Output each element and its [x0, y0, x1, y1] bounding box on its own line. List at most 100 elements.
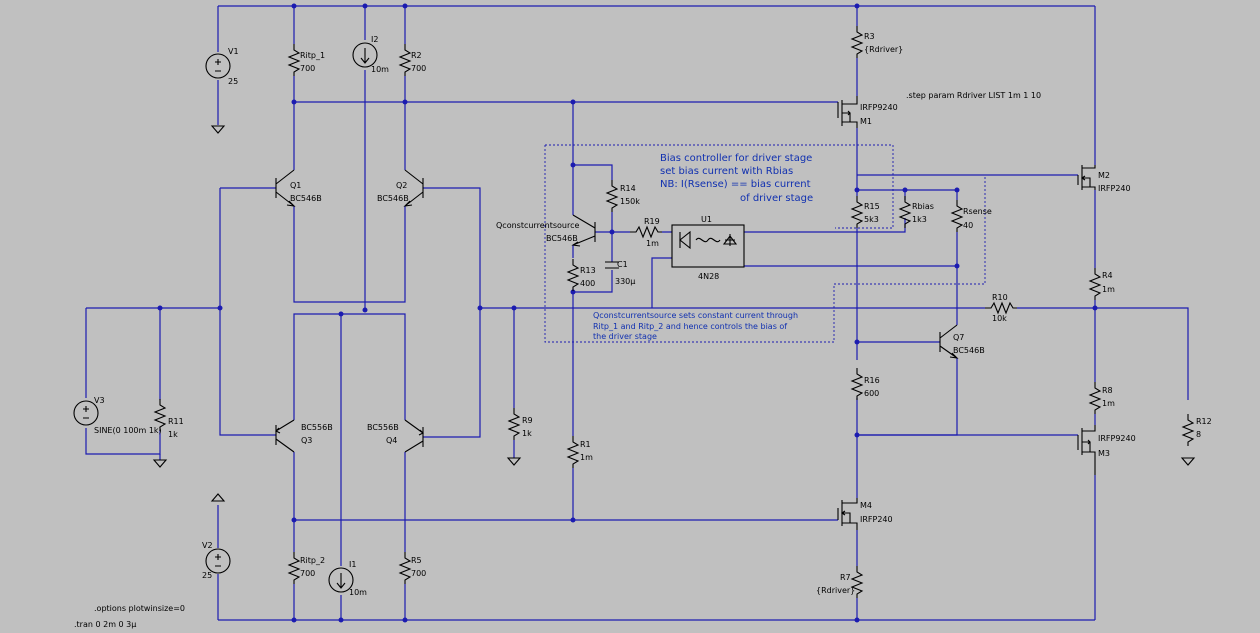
- m3-value: IRFP9240: [1098, 434, 1136, 443]
- v3-label: V3: [94, 396, 105, 405]
- r3-label: R3: [864, 32, 875, 41]
- r4-label: R4: [1102, 271, 1113, 280]
- resistor-r5[interactable]: R5 700: [399, 551, 426, 585]
- note-line-3: NB: I(Rsense) == bias current: [660, 179, 811, 190]
- resistor-r9[interactable]: R9 1k: [508, 407, 533, 441]
- resistor-r11[interactable]: R11 1k: [154, 398, 184, 439]
- v1-value: 25: [228, 77, 238, 86]
- m4-value: IRFP240: [860, 515, 893, 524]
- resistor-r8[interactable]: R8 1m: [1089, 381, 1115, 415]
- m2-label: M2: [1098, 171, 1110, 180]
- rbias-value: 1k3: [912, 215, 927, 224]
- v2-label: V2: [202, 541, 213, 550]
- q1-value: BC546B: [290, 194, 322, 203]
- qcc-value: BC546B: [546, 234, 578, 243]
- optocoupler-u1[interactable]: U1 4N28: [671, 215, 745, 281]
- r3-value: {Rdriver}: [864, 45, 903, 54]
- mosfet-m2[interactable]: M2 IRFP240: [1077, 165, 1131, 193]
- voltage-source-v2[interactable]: V2 25: [202, 493, 231, 580]
- r9-value: 1k: [522, 429, 532, 438]
- cc-note-line-1: Qconstcurrentsource sets constant curren…: [593, 311, 798, 320]
- resistor-r14[interactable]: R14 150k: [606, 179, 640, 213]
- c1-value: 330µ: [615, 277, 635, 286]
- note-line-1: Bias controller for driver stage: [660, 153, 812, 164]
- r19-label: R19: [644, 217, 660, 226]
- i2-value: 10m: [371, 65, 389, 74]
- resistor-r13[interactable]: R13 400: [567, 258, 596, 292]
- ground-symbols: [152, 457, 1196, 468]
- q7-value: BC546B: [953, 346, 985, 355]
- resistor-r7[interactable]: R7 {Rdriver}: [816, 565, 863, 599]
- r13-label: R13: [580, 266, 596, 275]
- q3-value: BC556B: [301, 423, 333, 432]
- r9-label: R9: [522, 416, 533, 425]
- r11-label: R11: [168, 417, 184, 426]
- q4-label: Q4: [386, 436, 397, 445]
- r5-label: R5: [411, 556, 422, 565]
- r5-value: 700: [411, 569, 426, 578]
- m4-label: M4: [860, 501, 872, 510]
- resistor-rsense[interactable]: Rsense 40: [951, 199, 992, 233]
- m1-value: IRFP9240: [860, 103, 898, 112]
- resistor-r10[interactable]: R10 10k: [984, 293, 1018, 323]
- spice-directives[interactable]: .step param Rdriver LIST 1m 1 10 .option…: [74, 91, 1041, 629]
- resistor-r12[interactable]: R12 8: [1182, 413, 1212, 447]
- resistor-ritp2[interactable]: Ritp_2 700: [288, 551, 325, 585]
- r10-value: 10k: [992, 314, 1007, 323]
- resistor-r1[interactable]: R1 1m: [567, 435, 593, 469]
- i1-value: 10m: [349, 588, 367, 597]
- resistor-r2[interactable]: R2 700: [399, 43, 426, 77]
- note-line-2: set bias current with Rbias: [660, 166, 793, 177]
- v2-value: 25: [202, 571, 212, 580]
- note-line-4: of driver stage: [740, 193, 813, 204]
- r1-value: 1m: [580, 453, 593, 462]
- resistor-r4[interactable]: R4 1m: [1089, 267, 1115, 301]
- m3-label: M3: [1098, 449, 1110, 458]
- current-source-i1[interactable]: I1 10m: [328, 560, 367, 597]
- cc-note-line-3: the driver stage: [593, 332, 657, 341]
- r1-label: R1: [580, 440, 591, 449]
- resistor-rbias[interactable]: Rbias 1k3: [899, 195, 934, 229]
- voltage-source-v3[interactable]: V3 SINE(0 100m 1k): [73, 396, 162, 435]
- mosfet-m3[interactable]: IRFP9240 M3: [1077, 425, 1136, 475]
- rsense-label: Rsense: [963, 207, 992, 216]
- transistor-q7[interactable]: Q7 BC546B: [939, 324, 985, 359]
- capacitor-c1[interactable]: C1 330µ: [605, 260, 635, 286]
- qcc-label: Qconstcurrentsource: [496, 221, 579, 230]
- voltage-source-v1[interactable]: V1 25: [205, 47, 239, 134]
- ritp1-value: 700: [300, 64, 315, 73]
- transistor-q2[interactable]: Q2 BC546B: [377, 169, 424, 207]
- r4-value: 1m: [1102, 285, 1115, 294]
- resistor-r3[interactable]: R3 {Rdriver}: [851, 25, 903, 59]
- r8-value: 1m: [1102, 399, 1115, 408]
- transistor-q1[interactable]: Q1 BC546B: [275, 169, 322, 207]
- current-source-i2[interactable]: I2 10m: [352, 35, 389, 74]
- r7-label: R7: [840, 573, 851, 582]
- bias-controller-note: Bias controller for driver stage set bia…: [660, 153, 813, 204]
- r2-label: R2: [411, 51, 422, 60]
- transistor-qconstcurrentsource[interactable]: Qconstcurrentsource BC546B: [496, 214, 596, 247]
- resistor-ritp1[interactable]: Ritp_1 700: [288, 43, 325, 77]
- mosfet-m4[interactable]: M4 IRFP240: [837, 498, 893, 530]
- q4-value: BC556B: [367, 423, 399, 432]
- r14-value: 150k: [620, 197, 640, 206]
- q2-label: Q2: [396, 181, 407, 190]
- r16-value: 600: [864, 389, 879, 398]
- r14-label: R14: [620, 184, 636, 193]
- u1-label: U1: [701, 215, 712, 224]
- transistor-q4[interactable]: BC556B Q4: [367, 419, 424, 453]
- mosfet-m1[interactable]: IRFP9240 M1: [837, 96, 898, 128]
- resistor-r16[interactable]: R16 600: [851, 367, 880, 401]
- resistor-r15[interactable]: R15 5k3: [851, 195, 880, 229]
- q3-label: Q3: [301, 436, 312, 445]
- i2-label: I2: [371, 35, 378, 44]
- c1-label: C1: [617, 260, 628, 269]
- options-directive: .options plotwinsize=0: [94, 604, 185, 613]
- transistor-q3[interactable]: BC556B Q3: [275, 419, 333, 453]
- m2-value: IRFP240: [1098, 184, 1131, 193]
- q1-label: Q1: [290, 181, 301, 190]
- r13-value: 400: [580, 279, 595, 288]
- resistor-r19[interactable]: R19 1m: [629, 217, 663, 248]
- rsense-value: 40: [963, 221, 973, 230]
